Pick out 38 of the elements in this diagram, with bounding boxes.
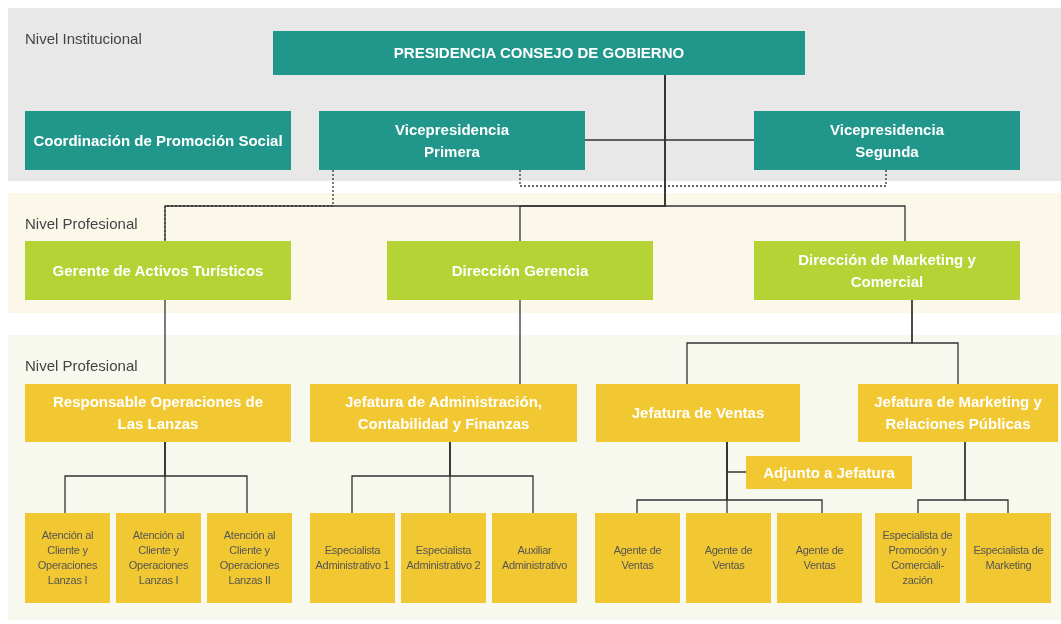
org-box: Especialista de Marketing bbox=[966, 513, 1051, 603]
connector-line bbox=[519, 299, 521, 385]
org-box: PRESIDENCIA CONSEJO DE GOBIERNO bbox=[273, 31, 805, 75]
org-box: Vicepresidencia Primera bbox=[319, 111, 585, 170]
org-box: Gerente de Activos Turísticos bbox=[25, 241, 291, 300]
level-heading: Nivel Profesional bbox=[25, 356, 138, 376]
org-box: Especialista de Promoción y Comerciali- zación bbox=[875, 513, 960, 603]
level-band bbox=[8, 8, 1061, 181]
dotted-connector bbox=[519, 169, 887, 187]
org-box: Jefatura de Marketing y Relaciones Públicas bbox=[858, 384, 1058, 442]
org-box: Atención al Cliente y Operaciones Lanzas II bbox=[207, 513, 292, 603]
org-box: Agente de Ventas bbox=[595, 513, 680, 603]
org-box: Vicepresidencia Segunda bbox=[754, 111, 1020, 170]
org-box: Dirección de Marketing y Comercial bbox=[754, 241, 1020, 300]
org-box: Agente de Ventas bbox=[686, 513, 771, 603]
org-box: Coordinación de Promoción Social bbox=[25, 111, 291, 170]
level-band bbox=[8, 193, 1061, 313]
connector-line bbox=[164, 441, 248, 514]
org-box: Auxiliar Administrativo bbox=[492, 513, 577, 603]
connector-line bbox=[964, 441, 1009, 514]
org-box: Jefatura de Administración, Contabilidad y Finanzas bbox=[310, 384, 577, 442]
org-box: Jefatura de Ventas bbox=[596, 384, 800, 442]
level-heading: Nivel Profesional bbox=[25, 214, 138, 234]
org-box: Dirección Gerencia bbox=[387, 241, 653, 300]
org-box: Responsable Operaciones de Las Lanzas bbox=[25, 384, 291, 442]
connector-line bbox=[449, 441, 534, 514]
connector-line bbox=[726, 441, 823, 514]
dotted-connector bbox=[164, 169, 334, 242]
org-box: Atención al Cliente y Operaciones Lanzas I bbox=[25, 513, 110, 603]
org-box: Atención al Cliente y Operaciones Lanzas I bbox=[116, 513, 201, 603]
level-band bbox=[8, 335, 1061, 620]
org-box: Adjunto a Jefatura bbox=[746, 456, 912, 489]
connector-line bbox=[164, 299, 166, 385]
level-heading: Nivel Institucional bbox=[25, 29, 142, 49]
org-box: Especialista Administrativo 1 bbox=[310, 513, 395, 603]
org-box: Especialista Administrativo 2 bbox=[401, 513, 486, 603]
connector-line bbox=[911, 299, 959, 385]
org-box: Agente de Ventas bbox=[777, 513, 862, 603]
